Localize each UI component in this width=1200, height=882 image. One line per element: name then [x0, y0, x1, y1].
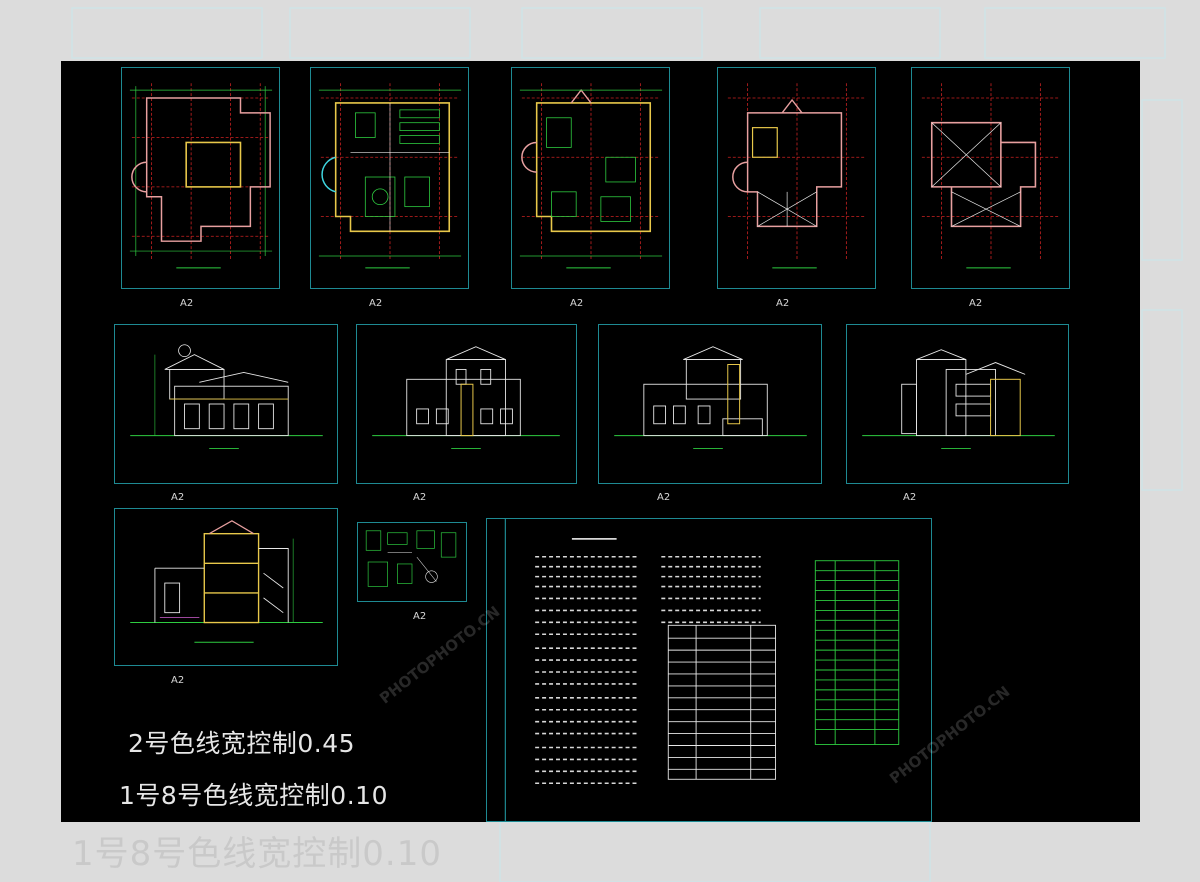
left-elevation-drawing [614, 346, 807, 449]
general-notes-drawing [504, 519, 900, 821]
sheet-label: A2 [776, 298, 790, 309]
cad-drawing-canvas[interactable]: A2 A2 [61, 61, 1140, 822]
sheet-label: A2 [413, 611, 427, 622]
front-elevation-drawing [130, 344, 323, 449]
sheet-label: A2 [369, 298, 383, 309]
site-plan-drawing [129, 83, 273, 269]
sheet-label: A2 [570, 298, 584, 309]
sheet-plan-3[interactable] [511, 67, 670, 289]
sheet-plan-1[interactable] [121, 67, 280, 289]
sheet-elevation-2[interactable] [356, 324, 577, 484]
detail-drawing [365, 530, 457, 587]
roof-plan-drawing [921, 83, 1061, 269]
third-floor-plan-drawing [727, 83, 867, 269]
line-width-note-1: 2号色线宽控制0.45 [128, 729, 356, 758]
sheet-label: A2 [171, 492, 185, 503]
sheet-general-notes[interactable] [486, 518, 932, 822]
sheet-label: A2 [180, 298, 194, 309]
line-width-note-2: 1号8号色线宽控制0.10 [119, 781, 388, 810]
sheet-plan-4[interactable] [717, 67, 876, 289]
sheet-plan-5[interactable] [911, 67, 1070, 289]
sheet-section-1[interactable] [114, 508, 338, 666]
sheet-label: A2 [903, 492, 917, 503]
right-elevation-drawing [862, 349, 1055, 449]
sheet-plan-2[interactable] [310, 67, 469, 289]
sheet-elevation-4[interactable] [846, 324, 1069, 484]
second-floor-plan-drawing [519, 83, 663, 269]
sheet-elevation-3[interactable] [598, 324, 822, 484]
sheet-label: A2 [413, 492, 427, 503]
first-floor-plan-drawing [318, 83, 462, 269]
sheet-elevation-1[interactable] [114, 324, 338, 484]
sheet-label: A2 [657, 492, 671, 503]
rear-elevation-drawing [372, 346, 560, 449]
sheet-label: A2 [171, 675, 185, 686]
sheet-detail-1[interactable] [357, 522, 467, 602]
ghost-caption: 1号8号色线宽控制0.10 [72, 834, 442, 874]
sheet-label: A2 [969, 298, 983, 309]
watermark-text: PHOTOPHOTO.CN [376, 602, 504, 708]
section-drawing [130, 520, 323, 643]
